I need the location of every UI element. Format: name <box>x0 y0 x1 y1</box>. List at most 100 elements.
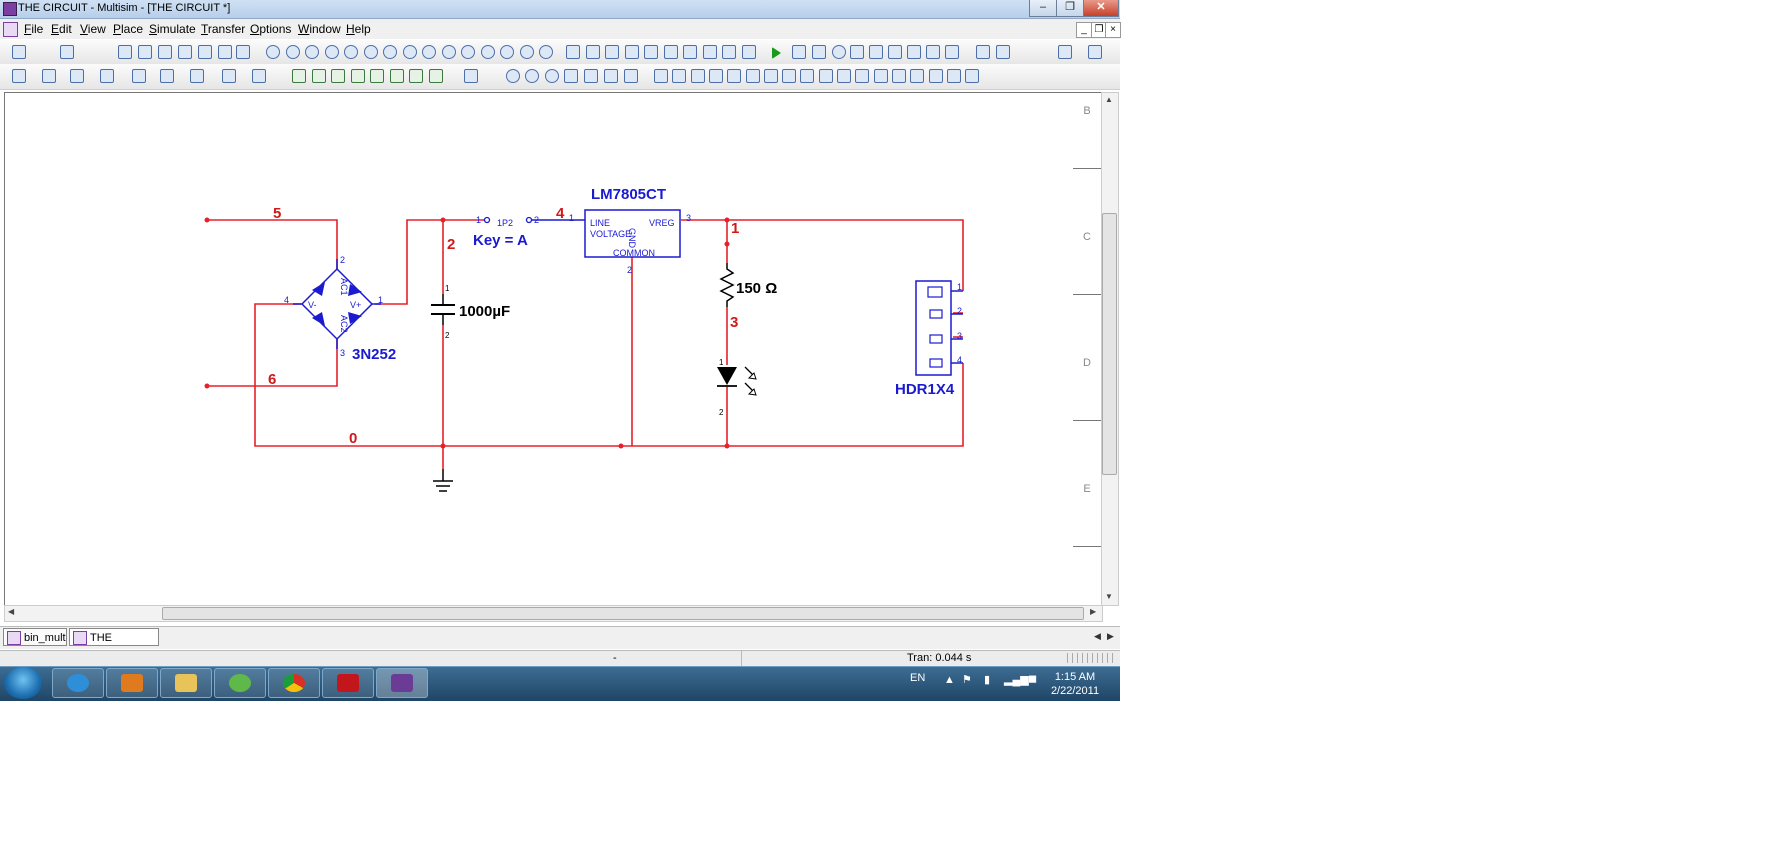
layout-view-icon[interactable] <box>1088 45 1102 59</box>
tab-scroll-right-icon[interactable]: ▶ <box>1107 631 1114 641</box>
measurement-instrument-icon[interactable] <box>818 69 833 83</box>
place-misc-icon[interactable] <box>605 45 619 59</box>
design-toolbox-icon[interactable] <box>60 45 74 59</box>
taskbar-acrobat[interactable] <box>322 668 374 698</box>
place-part-icon[interactable] <box>500 45 514 59</box>
place-transistor-icon[interactable] <box>198 45 212 59</box>
capacitor-1000uf[interactable]: 1 2 1000µF <box>431 284 510 340</box>
full-screen-icon[interactable] <box>604 69 618 83</box>
measurement-instrument-icon[interactable] <box>891 69 906 83</box>
menu-view[interactable]: View <box>80 22 106 36</box>
place-misc-icon[interactable] <box>663 45 678 59</box>
resistor-150-ohm[interactable]: 150 Ω <box>719 263 777 307</box>
instrument-tool-icon[interactable] <box>311 69 326 83</box>
junction-tool-icon[interactable] <box>100 69 114 83</box>
instrument-tool-icon[interactable] <box>292 69 306 83</box>
measurement-instrument-icon[interactable] <box>654 69 668 83</box>
mdi-close-button[interactable]: × <box>1105 22 1121 38</box>
instrument-tool-icon[interactable] <box>428 69 443 83</box>
place-part-icon[interactable] <box>344 45 358 59</box>
wiring-tool-icon[interactable] <box>464 69 478 83</box>
place-part-icon[interactable] <box>519 45 534 59</box>
switch-key-a[interactable]: 1P2 1 2 Key = A <box>473 215 585 249</box>
place-part-icon[interactable] <box>305 45 319 59</box>
start-button[interactable] <box>4 667 42 699</box>
instrument-tool-icon[interactable] <box>409 69 423 83</box>
measurement-instrument-icon[interactable] <box>910 69 925 83</box>
wire-net-0[interactable] <box>254 303 964 447</box>
measurement-instrument-icon[interactable] <box>708 69 723 83</box>
wire-net-2[interactable] <box>375 219 487 305</box>
menu-place[interactable]: Place <box>113 22 144 36</box>
place-misc-icon[interactable] <box>644 45 658 59</box>
wire-net-1[interactable] <box>681 219 964 291</box>
instrument-tool-icon[interactable] <box>389 69 404 83</box>
place-diode-icon[interactable] <box>178 45 192 59</box>
place-basic-icon[interactable] <box>158 45 172 59</box>
schematic-canvas[interactable]: 5 2 4 1 3 6 0 2 3 4 1 V- V+ AC1 AC2 3N25… <box>5 93 1074 605</box>
document-icon[interactable] <box>3 22 18 37</box>
power-icon[interactable]: ▮ <box>984 674 991 686</box>
place-part-icon[interactable] <box>402 45 417 59</box>
menu-help[interactable]: Help <box>346 22 371 36</box>
place-source-icon[interactable] <box>138 45 152 59</box>
place-part-icon[interactable] <box>383 45 397 59</box>
scroll-right-icon[interactable]: ▶ <box>1090 607 1097 616</box>
zoom-area-icon[interactable] <box>545 69 559 83</box>
horizontal-scroll-thumb[interactable] <box>162 607 1084 620</box>
measurement-instrument-icon[interactable] <box>965 69 980 83</box>
probe-tool-icon[interactable] <box>888 45 902 59</box>
place-misc-icon[interactable] <box>722 45 736 59</box>
bus-tool-icon[interactable] <box>70 69 84 83</box>
postprocessor-icon[interactable] <box>222 69 236 83</box>
bridge-rectifier-3n252[interactable]: 2 3 4 1 V- V+ AC1 AC2 3N252 <box>284 255 396 363</box>
place-part-icon[interactable] <box>285 45 300 59</box>
menu-options[interactable]: Options <box>250 22 292 36</box>
measurement-instrument-icon[interactable] <box>946 69 961 83</box>
unzoom-icon[interactable] <box>624 69 638 83</box>
measurement-instrument-icon[interactable] <box>672 69 687 83</box>
taskbar-media-player[interactable] <box>106 668 158 698</box>
place-misc-icon[interactable] <box>624 45 639 59</box>
place-misc-icon[interactable] <box>566 45 580 59</box>
instrument-tool-icon[interactable] <box>350 69 365 83</box>
component-view-icon[interactable] <box>1058 45 1072 59</box>
place-misc-icon[interactable] <box>702 45 717 59</box>
taskbar-file-explorer[interactable] <box>160 668 212 698</box>
mdi-minimize-button[interactable]: _ <box>1076 22 1092 38</box>
select-mode-icon[interactable] <box>12 69 26 83</box>
measurement-instrument-icon[interactable] <box>782 69 797 83</box>
place-part-icon[interactable] <box>461 45 475 59</box>
place-analog-icon[interactable] <box>218 45 232 59</box>
menu-simulate[interactable]: Simulate <box>149 22 196 36</box>
graphic-tool-icon[interactable] <box>132 69 146 83</box>
close-button[interactable]: ✕ <box>1083 0 1119 17</box>
place-part-icon[interactable] <box>539 45 553 59</box>
new-file-icon[interactable] <box>12 45 26 59</box>
place-misc-icon[interactable] <box>741 45 756 59</box>
vertical-scroll-thumb[interactable] <box>1102 213 1117 475</box>
action-center-flag-icon[interactable]: ⚑ <box>962 674 972 686</box>
led[interactable]: 1 2 <box>717 358 757 417</box>
probe-tool-icon[interactable] <box>926 45 940 59</box>
taskbar-multisim[interactable] <box>376 668 428 698</box>
measurement-instrument-icon[interactable] <box>763 69 778 83</box>
measurement-instrument-icon[interactable] <box>800 69 815 83</box>
probe-tool-icon[interactable] <box>869 45 883 59</box>
step-simulation-icon[interactable] <box>832 45 846 59</box>
header-hdr1x4[interactable]: 1 2 3 4 HDR1X4 <box>895 280 963 398</box>
measurement-instrument-icon[interactable] <box>837 69 851 83</box>
database-icon[interactable] <box>996 45 1010 59</box>
taskbar-chrome[interactable] <box>268 668 320 698</box>
measurement-instrument-icon[interactable] <box>928 69 943 83</box>
probe-tool-icon[interactable] <box>907 45 921 59</box>
scroll-down-icon[interactable]: ▼ <box>1105 592 1113 601</box>
wire-net-6[interactable] <box>207 339 338 387</box>
regulator-lm7805ct[interactable]: LM7805CT LINE VOLTAGE VREG COMMON GND 1 … <box>569 186 691 275</box>
pause-simulation-icon[interactable] <box>792 45 806 59</box>
menu-file[interactable]: File <box>24 22 44 36</box>
place-ttl-icon[interactable] <box>236 45 250 59</box>
taskbar-messenger[interactable] <box>214 668 266 698</box>
measurement-instrument-icon[interactable] <box>873 69 888 83</box>
network-signal-icon[interactable]: ▂▄▆ <box>1004 674 1029 686</box>
